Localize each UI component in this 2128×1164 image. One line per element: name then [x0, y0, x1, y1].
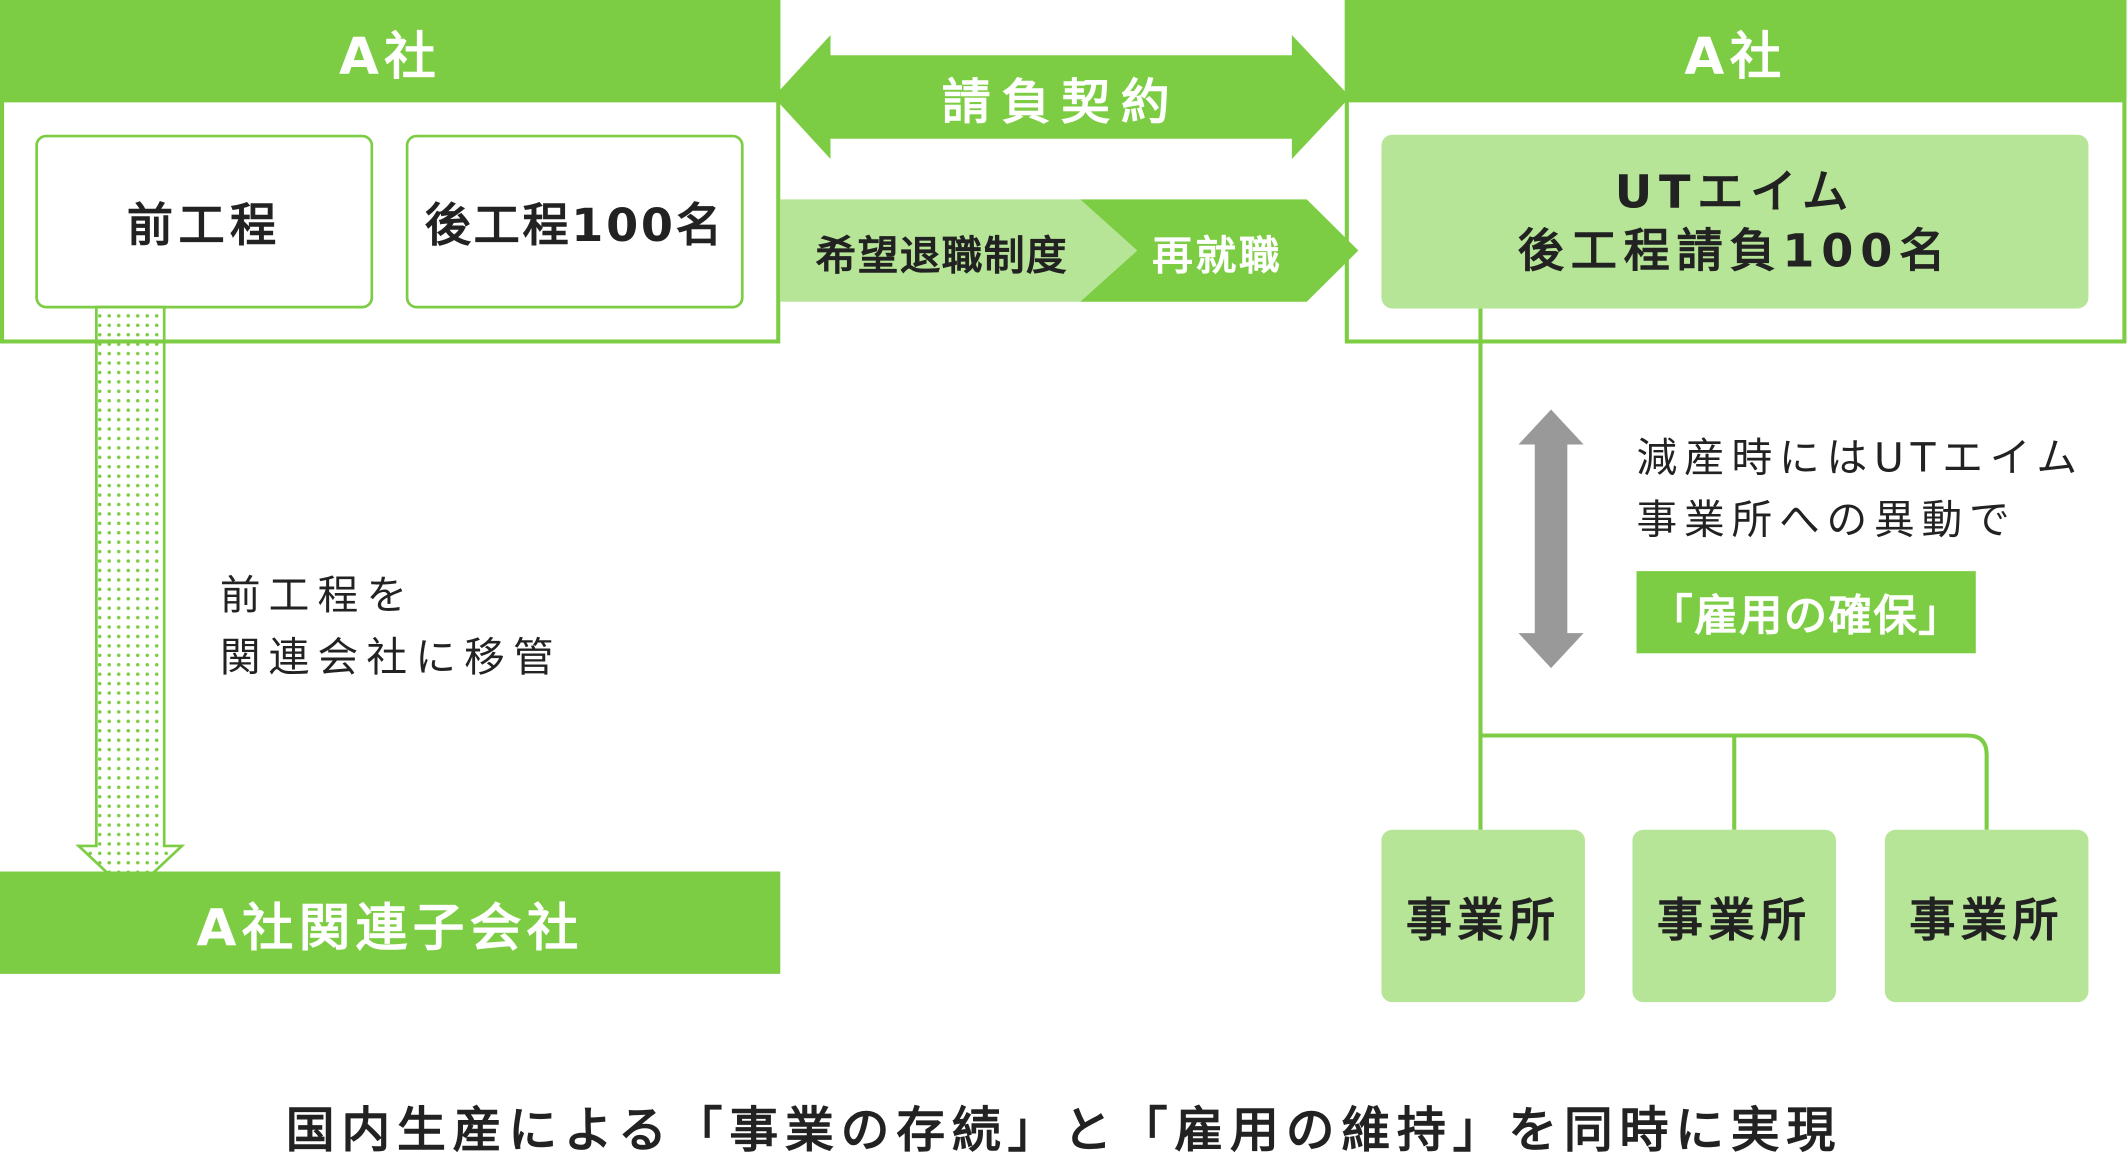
contract-double-arrow	[773, 35, 1351, 159]
office-branch-line	[1480, 733, 1989, 830]
pre-process-box: 前工程	[35, 134, 374, 309]
ut-aim-box: UTエイム 後工程請負100名	[1381, 134, 2089, 309]
reduction-note-line1: 減産時にはUTエイム	[1636, 435, 2084, 483]
right-company-header: A社	[1344, 0, 2127, 103]
gray-double-arrow	[1518, 409, 1584, 669]
transfer-note-line2: 関連会社に移管	[219, 634, 562, 682]
post-process-box: 後工程100名	[405, 134, 744, 309]
voluntary-retirement-chevron	[780, 199, 1138, 302]
subsidiary-bar: A社関連子会社	[0, 871, 781, 974]
transfer-note: 前工程を 関連会社に移管	[220, 566, 654, 690]
ut-aim-name: UTエイム	[1614, 165, 1856, 219]
reemployment-label: 再就職	[1152, 233, 1283, 281]
contract-label: 請負契約	[941, 75, 1181, 131]
office-box: 事業所	[1884, 829, 2089, 1003]
reduction-note-line2: 事業所への異動で	[1636, 497, 2017, 545]
reemployment-chevron	[1080, 199, 1359, 302]
footer-caption: 国内生産による「事業の存続」と「雇用の維持」を同時に実現	[285, 1103, 1843, 1159]
office-box: 事業所	[1381, 829, 1585, 1003]
employment-security-badge: 「雇用の確保」	[1636, 571, 1976, 654]
ut-aim-subtitle: 後工程請負100名	[1517, 224, 1953, 279]
left-company-header: A社	[0, 0, 781, 103]
voluntary-retirement-label: 希望退職制度	[815, 233, 1068, 281]
reduction-note: 減産時にはUTエイム 事業所への異動で	[1637, 428, 2128, 552]
transfer-note-line1: 前工程を	[219, 572, 416, 620]
transfer-down-arrow	[75, 305, 186, 897]
office-box: 事業所	[1632, 829, 1837, 1003]
